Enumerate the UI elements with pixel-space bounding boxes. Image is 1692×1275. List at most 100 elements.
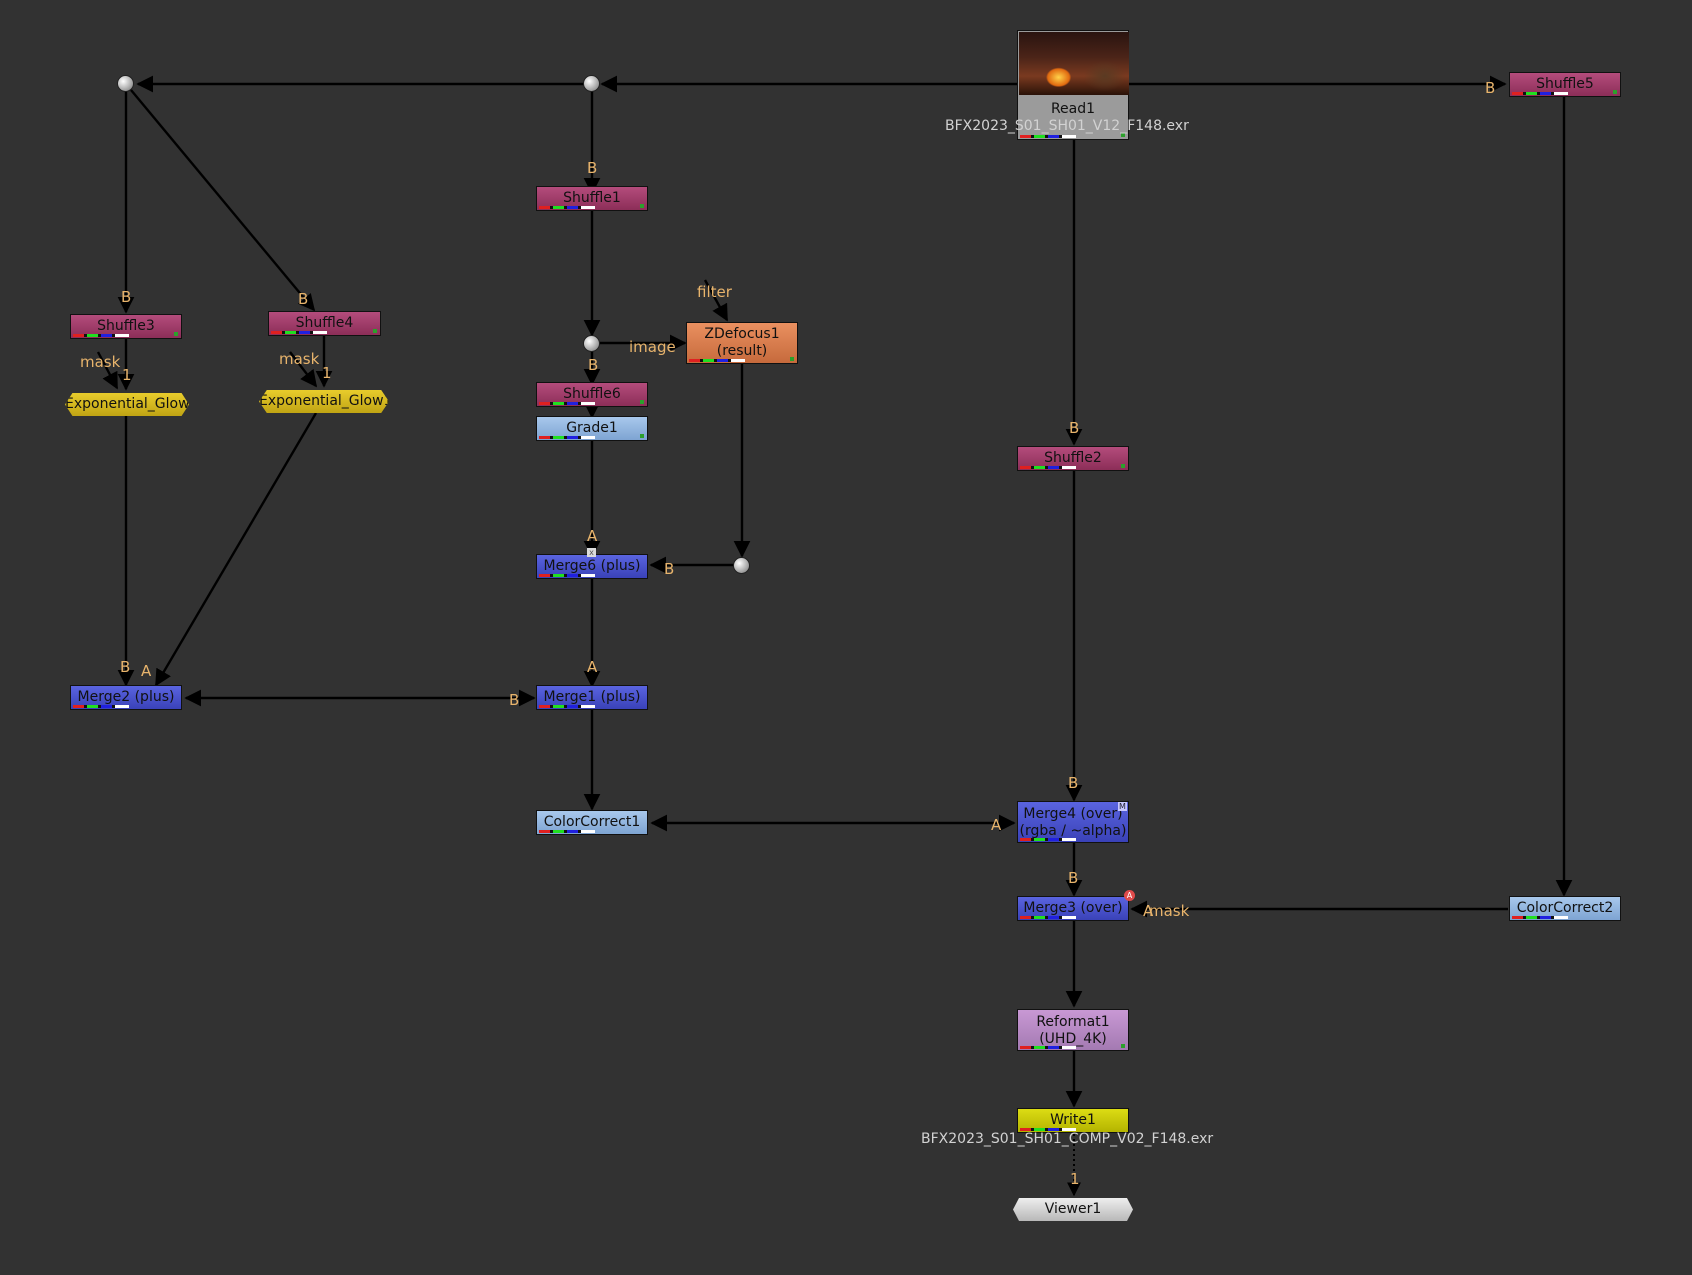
shuffle4-pin — [373, 329, 377, 333]
shuffle1-pin — [640, 204, 644, 208]
read1-filename: BFX2023_S01_SH01_V12_F148.exr — [945, 118, 1189, 134]
write1-channels — [1020, 1128, 1076, 1131]
shuffle2-channels — [1020, 466, 1076, 469]
input-label-a-merge3: A — [1143, 902, 1154, 920]
node-merge6[interactable]: Merge6 (plus) — [536, 554, 648, 579]
input-label-b-shuffle4: B — [298, 290, 309, 308]
merge1-channels — [539, 705, 595, 708]
shuffle5-channels — [1512, 92, 1568, 95]
node-merge3[interactable]: Merge3 (over) — [1017, 896, 1129, 921]
input-label-b-merge2: B — [120, 658, 131, 676]
dot-node-4[interactable] — [734, 558, 749, 573]
shuffle3-channels — [73, 334, 129, 337]
node-write1[interactable]: Write1 — [1017, 1108, 1129, 1133]
read1-pin — [1121, 133, 1125, 137]
node-read1[interactable]: Read1 — [1017, 30, 1129, 140]
input-label-1-glow1: 1 — [322, 364, 332, 382]
wire-glow1-merge2 — [154, 412, 318, 687]
node-grade1[interactable]: Grade1 — [536, 416, 648, 441]
zdefocus1-sublabel: (result) — [716, 343, 768, 359]
node-merge4[interactable]: Merge4 (over) (rgba / ~alpha) — [1017, 801, 1129, 843]
merge3-label: Merge3 (over) — [1023, 900, 1123, 916]
read1-label: Read1 — [1050, 101, 1096, 117]
node-zdefocus1[interactable]: ZDefocus1 (result) — [686, 322, 798, 364]
node-colorcorrect1[interactable]: ColorCorrect1 — [536, 810, 648, 835]
wire-dot1-shuffle4 — [130, 89, 316, 312]
node-exponential-glow1[interactable]: Exponential_Glow1 — [259, 390, 389, 413]
dot-node-3[interactable] — [584, 336, 599, 351]
exponential-glow-label: Exponential_Glow — [65, 396, 190, 412]
input-label-a-merge2: A — [141, 662, 152, 680]
input-label-1-glow: 1 — [122, 366, 132, 384]
node-shuffle3[interactable]: Shuffle3 — [70, 314, 182, 339]
colorcorrect1-label: ColorCorrect1 — [543, 814, 641, 830]
node-reformat1[interactable]: Reformat1 (UHD_4K) — [1017, 1009, 1129, 1051]
input-label-mask-glow: mask — [80, 353, 121, 371]
node-merge1[interactable]: Merge1 (plus) — [536, 685, 648, 710]
reformat1-pin — [1121, 1044, 1125, 1048]
input-label-a-merge6: A — [587, 527, 598, 545]
node-viewer1[interactable]: Viewer1 — [1013, 1198, 1133, 1221]
zdefocus1-channels — [689, 359, 745, 362]
read1-channels — [1020, 135, 1076, 138]
input-label-mask-glow1: mask — [279, 350, 320, 368]
grade1-channels — [539, 436, 595, 439]
input-label-b-merge1: B — [509, 691, 520, 709]
colorcorrect2-channels — [1512, 916, 1568, 919]
zdefocus1-label: ZDefocus1 — [704, 326, 780, 342]
node-shuffle4[interactable]: Shuffle4 — [268, 311, 381, 336]
dot-node-1[interactable] — [118, 76, 133, 91]
reformat1-sublabel: (UHD_4K) — [1039, 1031, 1107, 1047]
shuffle1-channels — [539, 206, 595, 209]
grade1-label: Grade1 — [566, 420, 618, 436]
shuffle6-label: Shuffle6 — [563, 386, 621, 402]
grade1-pin — [640, 434, 644, 438]
node-shuffle5[interactable]: Shuffle5 — [1509, 72, 1621, 97]
colorcorrect2-label: ColorCorrect2 — [1516, 900, 1614, 916]
input-label-b-merge6: B — [664, 560, 675, 578]
shuffle5-label: Shuffle5 — [1536, 76, 1594, 92]
merge3-channels — [1020, 916, 1076, 919]
input-label-a-merge1: A — [587, 658, 598, 676]
merge4-channels — [1020, 838, 1076, 841]
reformat1-label: Reformat1 — [1036, 1014, 1110, 1030]
node-merge2[interactable]: Merge2 (plus) — [70, 685, 182, 710]
exponential-glow1-label: Exponential_Glow1 — [259, 393, 393, 409]
shuffle2-label: Shuffle2 — [1044, 450, 1102, 466]
input-label-b-merge3: B — [1068, 869, 1079, 887]
input-label-filter: filter — [697, 283, 732, 301]
input-label-b-merge4: B — [1068, 774, 1079, 792]
merge6-label: Merge6 (plus) — [543, 558, 641, 574]
shuffle4-channels — [271, 331, 327, 334]
colorcorrect1-channels — [539, 830, 595, 833]
node-shuffle1[interactable]: Shuffle1 — [536, 186, 648, 211]
wire-filter-zdefocus — [703, 279, 729, 322]
input-label-b-shuffle3: B — [121, 288, 132, 306]
viewer1-label: Viewer1 — [1044, 1201, 1102, 1217]
merge1-label: Merge1 (plus) — [543, 689, 641, 705]
input-label-b-shuffle1: B — [587, 159, 598, 177]
input-label-a-merge4: A — [991, 816, 1002, 834]
node-exponential-glow[interactable]: Exponential_Glow — [65, 393, 189, 416]
node-colorcorrect2[interactable]: ColorCorrect2 — [1509, 896, 1621, 921]
merge2-channels — [73, 705, 129, 708]
dot-node-2[interactable] — [584, 76, 599, 91]
shuffle1-label: Shuffle1 — [563, 190, 621, 206]
shuffle6-pin — [640, 400, 644, 404]
write1-label: Write1 — [1050, 1112, 1096, 1128]
wire-shuffle4-glow1-mask — [289, 351, 318, 388]
zdefocus1-pin — [790, 357, 794, 361]
input-label-1-viewer: 1 — [1070, 1170, 1080, 1188]
input-label-b-shuffle2: B — [1069, 419, 1080, 437]
wire-shuffle3-glow-mask — [96, 351, 119, 390]
shuffle3-label: Shuffle3 — [97, 318, 155, 334]
merge2-label: Merge2 (plus) — [77, 689, 175, 705]
node-shuffle6[interactable]: Shuffle6 — [536, 382, 648, 407]
write1-filename: BFX2023_S01_SH01_COMP_V02_F148.exr — [921, 1131, 1214, 1147]
read1-thumbnail — [1019, 32, 1129, 95]
reformat1-channels — [1020, 1046, 1076, 1049]
node-shuffle2[interactable]: Shuffle2 — [1017, 446, 1129, 471]
merge4-mix-badge: M — [1118, 802, 1127, 811]
